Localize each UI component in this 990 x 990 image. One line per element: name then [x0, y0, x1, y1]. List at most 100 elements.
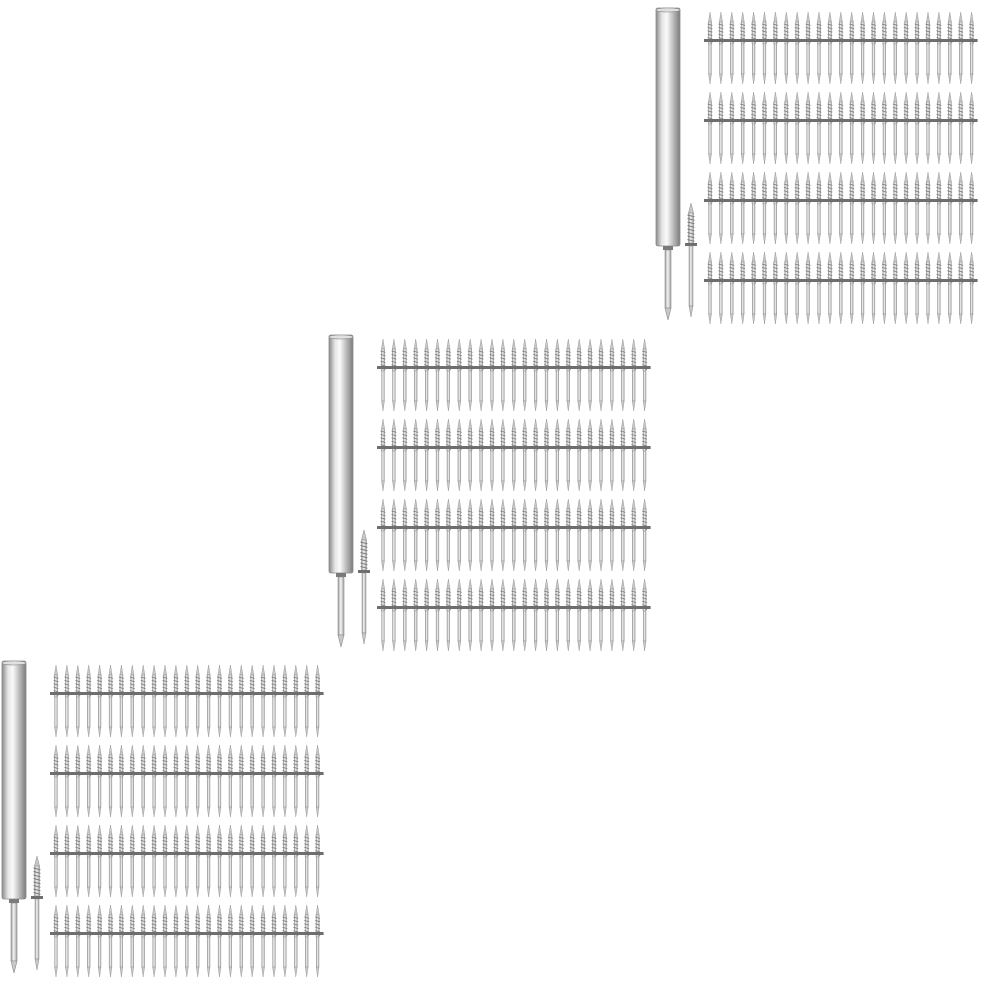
nail-set-top-right [655, 7, 978, 325]
nail [805, 171, 811, 245]
nail [761, 171, 768, 245]
nail [315, 744, 321, 818]
nail [958, 251, 964, 325]
nail [107, 744, 114, 818]
nail [816, 171, 822, 245]
nail [543, 498, 550, 572]
nail [576, 418, 582, 492]
nail [565, 578, 571, 652]
nail [206, 904, 212, 978]
nail [118, 664, 124, 738]
nail-row [704, 11, 978, 85]
nail [554, 338, 560, 412]
nail [75, 904, 81, 978]
nail [173, 824, 179, 898]
nail-row [50, 744, 324, 818]
nail [620, 578, 626, 652]
nail [740, 171, 746, 245]
nail [849, 171, 855, 245]
nail [543, 418, 550, 492]
nail [969, 91, 975, 165]
nail [587, 338, 593, 412]
nail [914, 171, 920, 245]
nail [413, 338, 419, 412]
nail [838, 171, 844, 245]
nail-groups [1, 7, 978, 978]
nail [391, 338, 397, 412]
nail [249, 824, 255, 898]
collation-strip [50, 772, 324, 775]
nail [64, 664, 70, 738]
nail [53, 824, 59, 898]
nail [914, 251, 920, 325]
nail [642, 418, 648, 492]
nail [881, 171, 887, 245]
nail [216, 744, 223, 818]
nail [402, 418, 408, 492]
nail [870, 11, 877, 85]
nail [511, 338, 517, 412]
nail [64, 744, 70, 818]
nail [184, 664, 190, 738]
nail [129, 904, 135, 978]
nail [805, 11, 811, 85]
nail [238, 744, 244, 818]
loose-nail [685, 202, 697, 318]
nail [195, 664, 201, 738]
collation-strip [704, 119, 978, 122]
nail [195, 744, 201, 818]
nail [718, 251, 724, 325]
nail [118, 744, 124, 818]
nail-row [50, 824, 324, 898]
nail [227, 664, 233, 738]
nail [609, 498, 615, 572]
nail-setter-tool [655, 7, 681, 321]
loose-nail [31, 855, 43, 971]
nail [282, 664, 288, 738]
nail [892, 91, 898, 165]
nail-set-middle [328, 334, 651, 652]
nail [707, 91, 713, 165]
collation-strip [704, 39, 978, 42]
nail [849, 251, 855, 325]
nail [97, 824, 103, 898]
nail [925, 251, 931, 325]
nail [794, 251, 800, 325]
nail [827, 91, 833, 165]
nail [53, 744, 59, 818]
nail [794, 91, 800, 165]
nail-setter-tool [1, 660, 27, 974]
nail [805, 91, 811, 165]
nail [969, 11, 975, 85]
nail [576, 498, 582, 572]
nail [129, 664, 135, 738]
nail [402, 578, 408, 652]
nail [543, 338, 550, 412]
collation-strip [377, 526, 651, 529]
nail [751, 91, 757, 165]
nail [271, 824, 277, 898]
nail [751, 171, 757, 245]
nail [892, 11, 898, 85]
nail [751, 251, 757, 325]
nail [565, 498, 571, 572]
nail [783, 171, 789, 245]
nail [849, 91, 855, 165]
nail [434, 578, 441, 652]
nail [304, 904, 310, 978]
nail [827, 251, 833, 325]
nail [391, 498, 397, 572]
nail [522, 498, 528, 572]
nail [761, 91, 768, 165]
nail [751, 11, 757, 85]
nail [947, 11, 953, 85]
nail [947, 171, 953, 245]
nail [772, 171, 778, 245]
nail [249, 664, 255, 738]
nail [860, 91, 866, 165]
nail [554, 498, 560, 572]
nail [75, 664, 81, 738]
nail [282, 904, 288, 978]
nail [522, 578, 528, 652]
nail [413, 578, 419, 652]
